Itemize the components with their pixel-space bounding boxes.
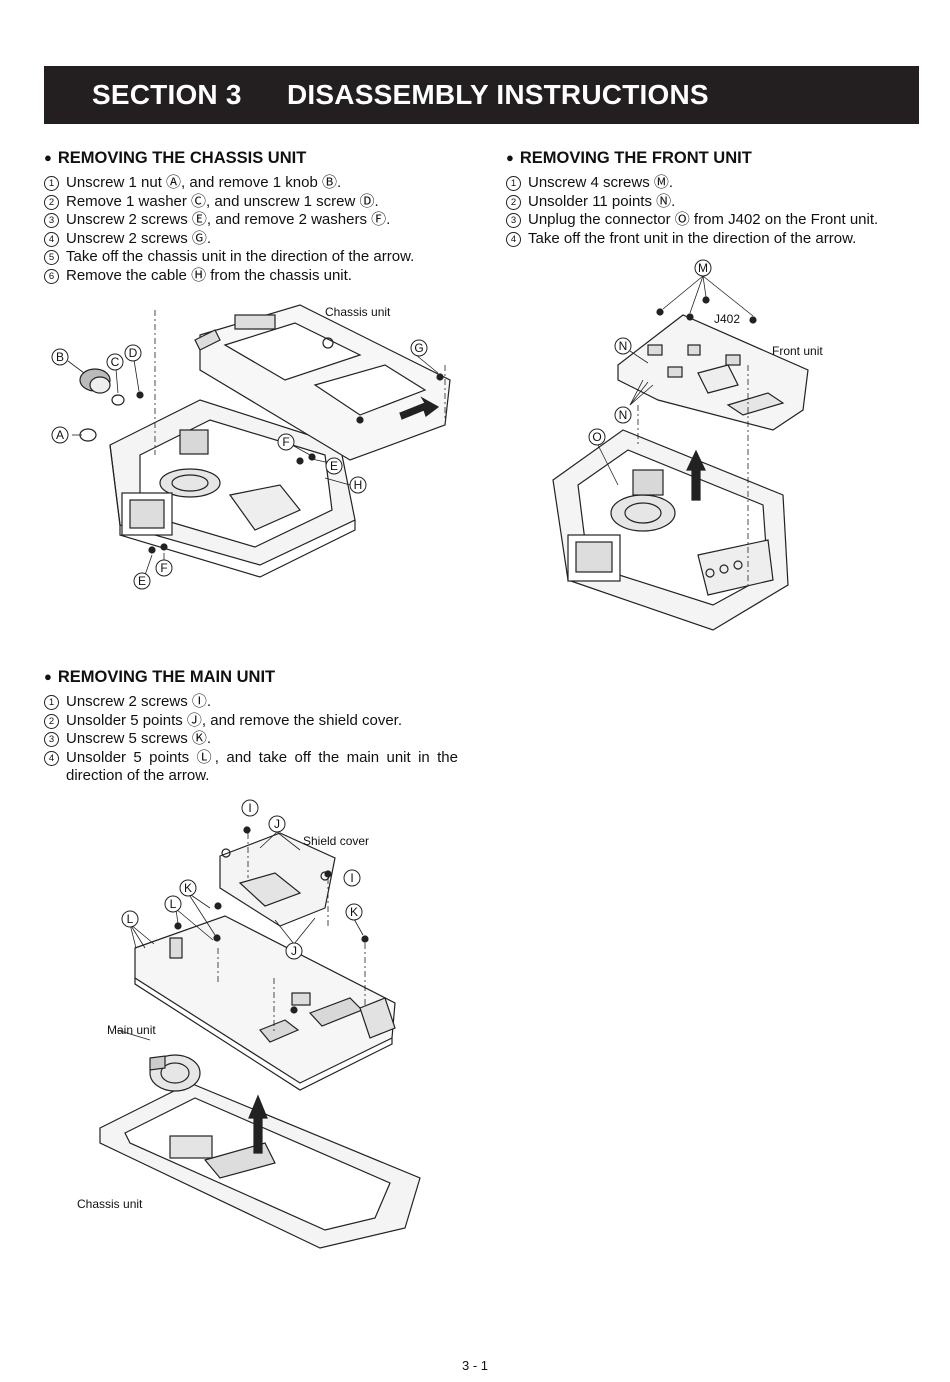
main-heading: ●REMOVING THE MAIN UNIT (44, 668, 276, 686)
svg-text:F: F (282, 435, 289, 449)
callout-c: C (106, 353, 124, 371)
svg-text:N: N (619, 408, 628, 422)
chassis-removal-figure: Chassis unit A B C D G F E H E F (51, 304, 451, 590)
section-banner: SECTION 3 DISASSEMBLY INSTRUCTIONS (44, 66, 919, 124)
svg-text:H: H (354, 478, 363, 492)
page-number: 3 - 1 (461, 1358, 488, 1373)
svg-text:I: I (350, 871, 353, 885)
callout-n: N (614, 337, 632, 355)
section-number: SECTION 3 (92, 79, 242, 110)
callout-m: M (694, 259, 712, 277)
callout-i-right: I (343, 869, 361, 887)
callout-f-lower: F (155, 559, 173, 577)
svg-text:N: N (619, 339, 628, 353)
main-removal-figure: Shield cover Main unit Chassis unit I I … (77, 799, 421, 1249)
callout-h: H (349, 476, 367, 494)
svg-text:M: M (698, 261, 708, 275)
front-figure-callouts: Front unit J402 M N N O (588, 259, 823, 446)
label-chassis-unit: Chassis unit (325, 305, 391, 319)
label-front-unit: Front unit (772, 344, 823, 358)
callout-g: G (410, 339, 428, 357)
callout-k: K (179, 879, 197, 897)
front-heading: ●REMOVING THE FRONT UNIT (506, 149, 752, 167)
svg-text:O: O (592, 430, 601, 444)
svg-text:J: J (274, 817, 280, 831)
front-removal-figure: Front unit J402 M N N O (552, 259, 823, 631)
svg-text:E: E (330, 459, 338, 473)
svg-text:K: K (350, 905, 358, 919)
label-j402: J402 (714, 312, 740, 326)
callout-b: B (51, 348, 69, 366)
callout-j: J (268, 815, 286, 833)
svg-text:L: L (127, 912, 134, 926)
label-chassis-unit-lower: Chassis unit (77, 1197, 143, 1211)
callout-n-lower: N (614, 406, 632, 424)
chassis-figure-callouts: Chassis unit A B C D G F E H E F (51, 305, 428, 590)
bullet-icon: ● (44, 150, 52, 165)
svg-text:K: K (184, 881, 192, 895)
callout-e-lower: E (133, 572, 151, 590)
callout-j-lower: J (285, 942, 303, 960)
callout-l: L (164, 895, 182, 913)
svg-text:J: J (291, 944, 297, 958)
callout-f: F (277, 433, 295, 451)
svg-text:L: L (170, 897, 177, 911)
callout-k-right: K (345, 903, 363, 921)
main-figure-callouts: Shield cover Main unit Chassis unit I I … (77, 799, 369, 1211)
bullet-icon: ● (506, 150, 514, 165)
svg-text:A: A (56, 428, 64, 442)
callout-l-left: L (121, 910, 139, 928)
svg-text:G: G (414, 341, 423, 355)
callout-d: D (124, 344, 142, 362)
bullet-icon: ● (44, 669, 52, 684)
section-title: DISASSEMBLY INSTRUCTIONS (287, 79, 709, 110)
svg-text:F: F (160, 561, 167, 575)
svg-text:B: B (56, 350, 64, 364)
callout-o: O (588, 428, 606, 446)
callout-i: I (241, 799, 259, 817)
chassis-heading: ●REMOVING THE CHASSIS UNIT (44, 149, 307, 167)
svg-text:I: I (248, 801, 251, 815)
label-main-unit: Main unit (107, 1023, 156, 1037)
label-shield-cover: Shield cover (303, 834, 369, 848)
callout-a: A (51, 426, 69, 444)
svg-text:E: E (138, 574, 146, 588)
svg-text:D: D (129, 346, 138, 360)
svg-text:C: C (111, 355, 120, 369)
callout-e: E (325, 457, 343, 475)
